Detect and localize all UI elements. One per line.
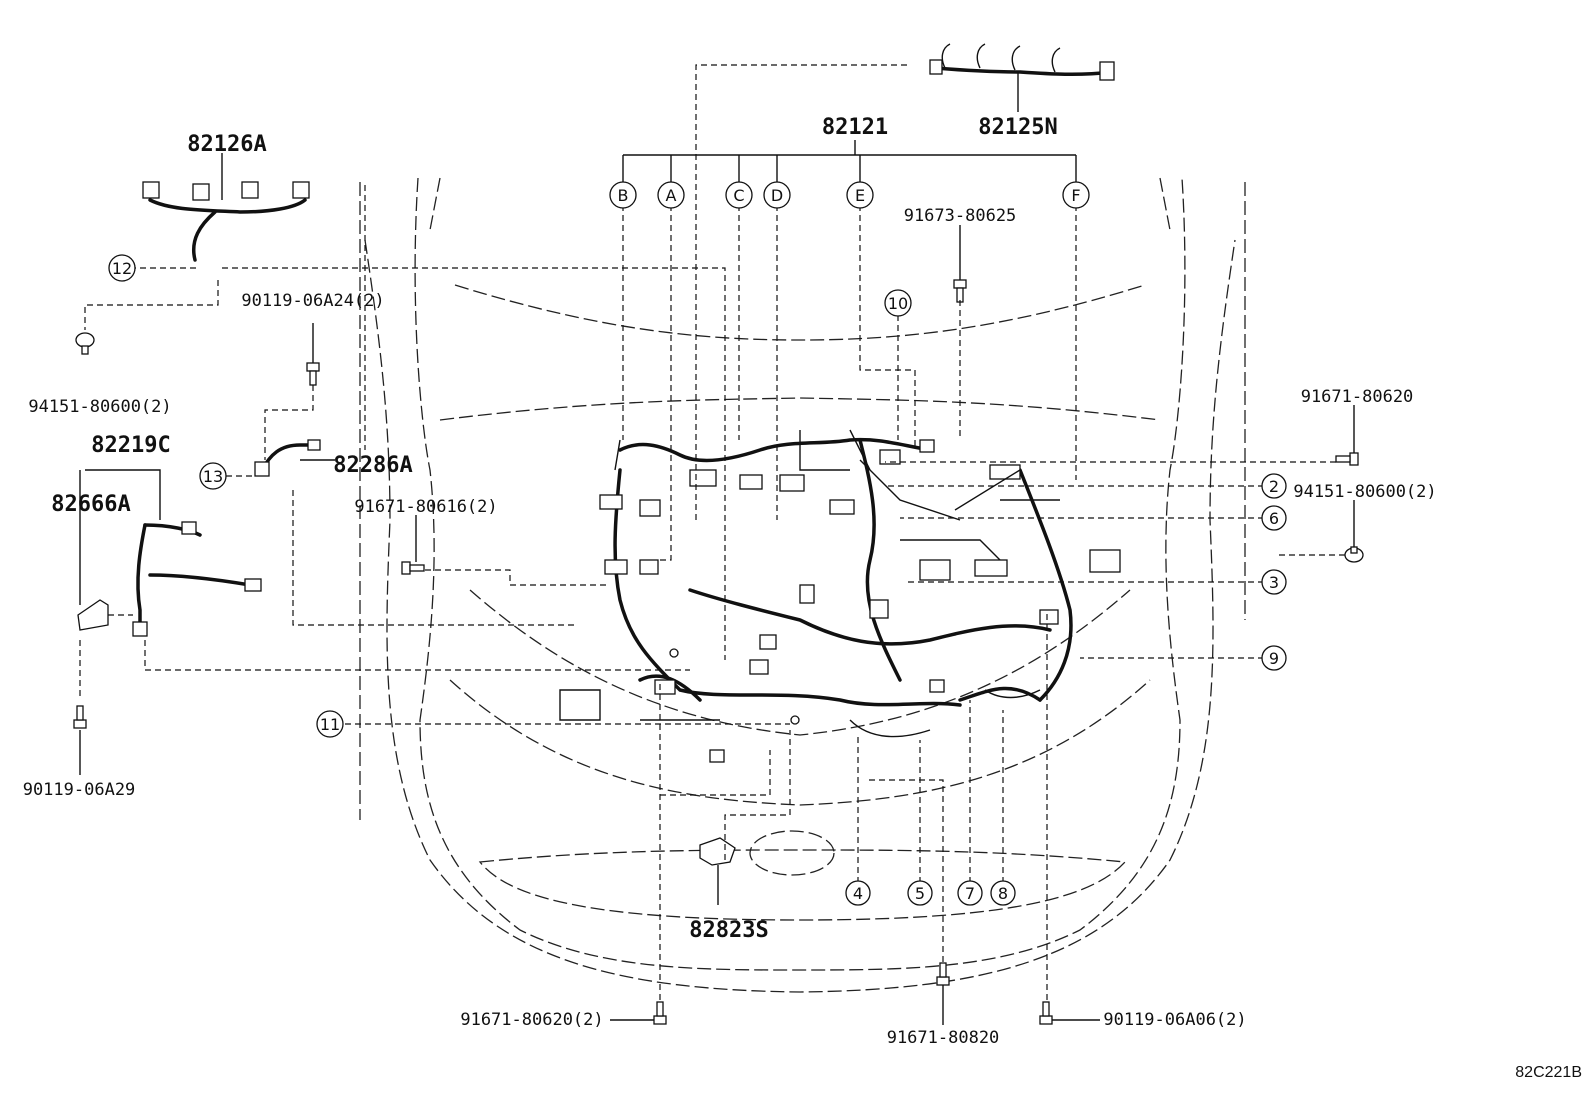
callout-11: 11 xyxy=(320,715,340,734)
connector-icon xyxy=(929,59,943,75)
label-94151-80600-left: 94151-80600(2) xyxy=(28,397,171,417)
harness-branch-markers: B A C D E F xyxy=(609,181,1090,209)
bolt-icon xyxy=(401,561,425,575)
harness-82219C xyxy=(77,521,262,637)
callout-7: 7 xyxy=(965,884,975,903)
label-91671-80620-2: 91671-80620(2) xyxy=(460,1010,603,1030)
bolt-icon xyxy=(306,362,320,386)
sensor-icon xyxy=(699,837,736,866)
dashed-leaders xyxy=(79,64,1345,1000)
leader-lines xyxy=(79,72,1355,1025)
branch-label-f: F xyxy=(1071,186,1080,205)
bracket-icon xyxy=(77,599,109,631)
label-94151-80600-right: 94151-80600(2) xyxy=(1293,482,1436,502)
callout-6: 6 xyxy=(1269,509,1279,528)
callout-5: 5 xyxy=(915,884,925,903)
harness-82125N xyxy=(929,43,1115,81)
harness-82286A xyxy=(254,439,321,477)
part-number-labels: 82121 82125N 82126A 82219C 82666A 82286A… xyxy=(23,115,1437,1048)
label-82823S: 82823S xyxy=(689,918,768,943)
numbered-callouts: 2 3 4 5 6 7 8 9 10 11 12 13 xyxy=(108,254,1287,906)
callout-13: 13 xyxy=(203,467,223,486)
bolt-icon xyxy=(1335,452,1359,466)
bolt-icon xyxy=(953,279,967,303)
label-90119-06A06: 90119-06A06(2) xyxy=(1103,1010,1246,1030)
branch-label-e: E xyxy=(855,186,865,205)
branch-label-a: A xyxy=(666,186,677,205)
label-91671-80620: 91671-80620 xyxy=(1301,387,1414,407)
bolt-icon xyxy=(653,1001,667,1025)
callout-8: 8 xyxy=(998,884,1008,903)
clip-icon xyxy=(75,332,95,355)
callout-9: 9 xyxy=(1269,649,1279,668)
fasteners xyxy=(73,279,1364,1025)
label-82666A: 82666A xyxy=(51,492,130,517)
label-82286A: 82286A xyxy=(333,453,412,478)
callout-12: 12 xyxy=(112,259,132,278)
bolt-icon xyxy=(73,705,87,729)
callout-10: 10 xyxy=(888,294,908,313)
label-91671-80820: 91671-80820 xyxy=(887,1028,1000,1048)
figure-code: 82C221B xyxy=(1515,1064,1582,1081)
label-82121: 82121 xyxy=(822,115,888,140)
engine-harness-cluster xyxy=(559,429,1121,763)
bolt-icon xyxy=(1039,1001,1053,1025)
branch-label-d: D xyxy=(771,186,783,205)
label-90119-06A24: 90119-06A24(2) xyxy=(241,291,384,311)
callout-3: 3 xyxy=(1269,573,1279,592)
branch-label-c: C xyxy=(733,186,744,205)
clip-icon xyxy=(1344,546,1364,563)
branch-label-b: B xyxy=(618,186,629,205)
label-91673-80625: 91673-80625 xyxy=(904,206,1017,226)
callout-2: 2 xyxy=(1269,477,1279,496)
label-82219C: 82219C xyxy=(91,433,170,458)
label-82125N: 82125N xyxy=(978,115,1057,140)
label-90119-06A29: 90119-06A29 xyxy=(23,780,136,800)
callout-4: 4 xyxy=(853,884,863,903)
harness-82126A xyxy=(142,181,310,262)
label-82126A: 82126A xyxy=(187,132,266,157)
label-91671-80616: 91671-80616(2) xyxy=(354,497,497,517)
